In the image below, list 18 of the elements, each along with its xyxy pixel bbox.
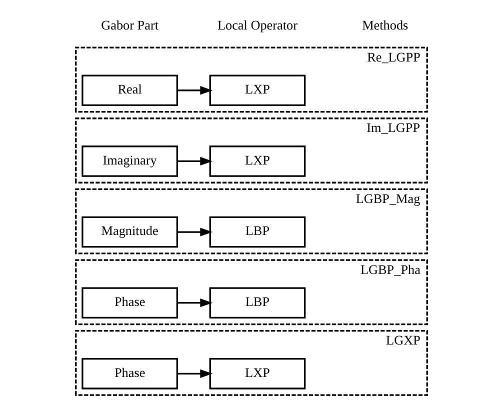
label: Methods (362, 17, 408, 32)
node-box: Magnitude (82, 216, 178, 248)
node-box: Phase (82, 287, 178, 318)
node-box: LXP (209, 358, 306, 390)
label: Local Operator (217, 17, 298, 32)
arrow (177, 86, 213, 95)
label: Gabor Part (101, 17, 159, 32)
node-box: LBP (209, 287, 306, 318)
node-box: LBP (209, 216, 306, 248)
node-box: Real (82, 74, 178, 106)
node-box: LXP (209, 146, 306, 177)
arrow (177, 369, 213, 378)
arrow (177, 228, 213, 236)
node-box: Phase (82, 358, 178, 390)
node-box: Imaginary (82, 146, 178, 177)
arrow (177, 156, 213, 166)
arrow (177, 298, 213, 308)
node-box: LXP (209, 74, 306, 106)
